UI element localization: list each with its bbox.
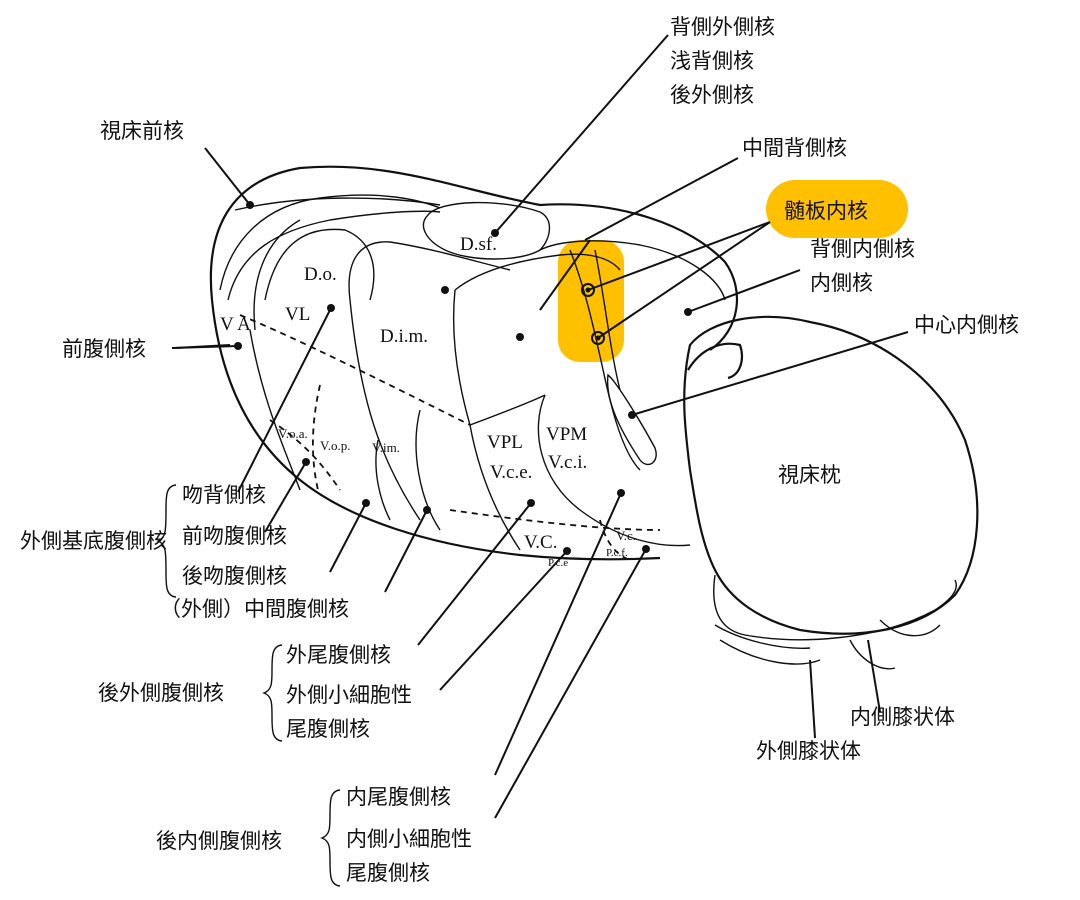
marker-dots <box>234 201 692 555</box>
lateral-basal-item-3: 後吻腹側核 <box>182 564 287 588</box>
zone-va: V A <box>220 314 251 335</box>
dorsal-lateral-label-2: 浅背側核 <box>670 49 754 73</box>
zone-vim: V.im. <box>372 440 400 455</box>
grouping-braces <box>156 484 341 887</box>
medial-geniculate-label: 内側膝状体 <box>850 705 955 729</box>
leader-lines <box>171 34 909 819</box>
zone-do: D.o. <box>304 264 337 285</box>
dorsal-lateral-label-3: 後外側核 <box>670 83 754 107</box>
lateral-geniculate-label: 外側膝状体 <box>756 739 861 763</box>
anterior-thalamic-label: 視床前核 <box>100 119 184 143</box>
zone-vc-pce-sub: P.c.e <box>548 557 568 569</box>
zone-vc-pcf-sub: P.c.f. <box>606 547 628 559</box>
zone-vci: V.c.i. <box>548 452 587 473</box>
intermediate-ventral-label: （外側）中間腹側核 <box>160 597 349 621</box>
zone-vpl: VPL <box>487 432 523 453</box>
centromedian-label: 中心内側核 <box>914 313 1019 337</box>
pulvinar-label: 視床枕 <box>778 463 841 487</box>
zone-dsf: D.sf. <box>460 234 497 255</box>
zone-vc-pce: V.C. <box>524 532 557 553</box>
zone-vpm: VPM <box>546 424 587 445</box>
ventral-posterolateral-label: 後外側腹側核 <box>98 681 224 705</box>
thalamus-outline <box>209 165 739 561</box>
intralaminar-region-highlight <box>558 240 624 362</box>
zone-vl: VL <box>285 304 310 325</box>
ventral-posterolateral-item-1: 外尾腹側核 <box>286 643 391 667</box>
dorsal-lateral-label-1: 背側外側核 <box>670 15 775 39</box>
zone-dim: D.i.m. <box>380 326 428 347</box>
ventral-posteromedial-item-3: 尾腹側核 <box>346 861 430 885</box>
lateral-basal-item-2: 前吻腹側核 <box>182 524 287 548</box>
ventral-posteromedial-label: 後内側腹側核 <box>156 829 282 853</box>
pulvinar-body <box>683 315 979 670</box>
ventral-posterolateral-item-3: 尾腹側核 <box>286 717 370 741</box>
intralaminar-label: 髄板内核 <box>784 199 868 223</box>
zone-voa: V.o.a. <box>278 426 308 441</box>
intralaminar-label-highlight <box>766 180 908 238</box>
ventral-posteromedial-item-1: 内尾腹側核 <box>346 785 451 809</box>
ventral-posteromedial-item-2: 内側小細胞性 <box>346 827 472 851</box>
ventral-anterior-label: 前腹側核 <box>62 337 146 361</box>
zone-vop: V.o.p. <box>320 438 350 453</box>
lateral-basal-ventral-label: 外側基底腹側核 <box>20 529 167 553</box>
lateral-basal-item-1: 吻背側核 <box>182 483 266 507</box>
dorsal-medial-label-1: 背側内側核 <box>810 237 915 261</box>
dorsal-medial-label-2: 内側核 <box>810 271 873 295</box>
zone-vc-pcf: V.c. <box>616 528 636 543</box>
ventral-posterolateral-item-2: 外側小細胞性 <box>286 683 412 707</box>
zone-vce: V.c.e. <box>490 462 532 483</box>
mediodorsal-intermediate-label: 中間背側核 <box>742 136 847 160</box>
